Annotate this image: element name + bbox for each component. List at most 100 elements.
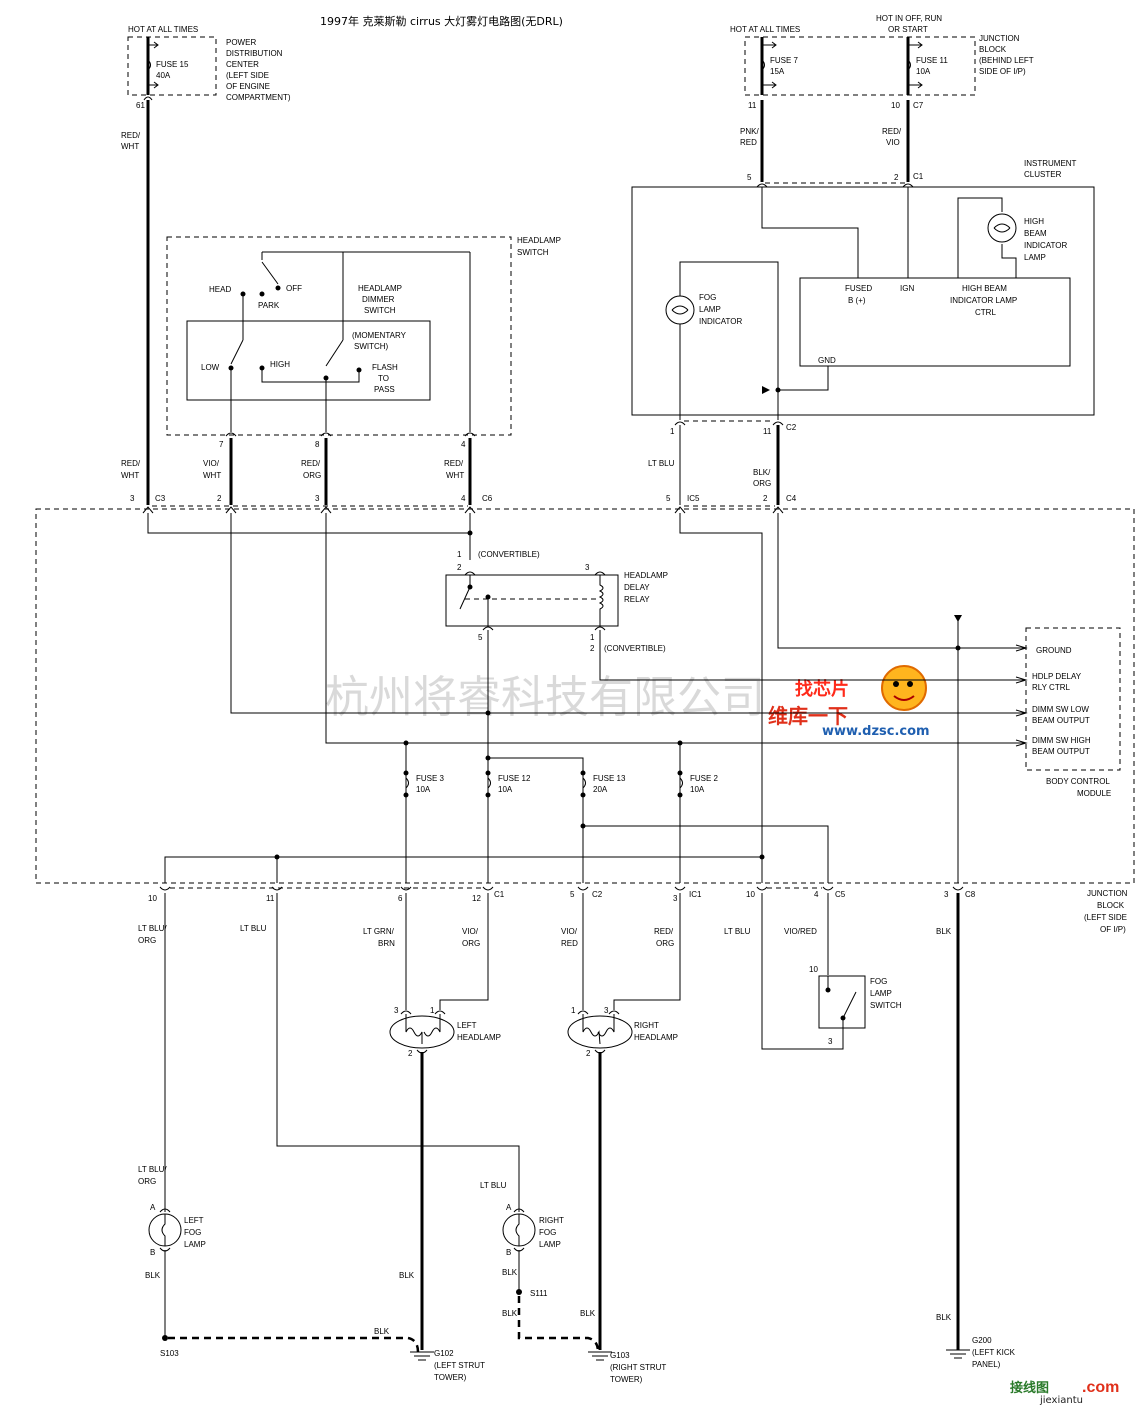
wire-color: WHT xyxy=(446,471,464,480)
pin-label: 6 xyxy=(398,894,403,903)
jb-bottom-label: BLOCK xyxy=(1097,901,1125,910)
watermark-site-url: www.dzsc.com xyxy=(822,724,930,739)
fused-b-wire xyxy=(761,187,859,278)
wire-color: RED xyxy=(561,939,578,948)
watermark-logo-text: 找芯片 xyxy=(795,678,849,700)
connector-label: C2 xyxy=(786,423,797,432)
pin-label: 4 xyxy=(461,494,466,503)
fog-switch-label: SWITCH xyxy=(870,1001,902,1010)
fog-ind-label: LAMP xyxy=(699,305,721,314)
wire-color: ORG xyxy=(303,471,321,480)
pin-label: 3 xyxy=(130,494,135,503)
fuse-dot xyxy=(580,770,586,776)
pin-label: 3 xyxy=(604,1006,609,1015)
jb-top-label: JUNCTION xyxy=(979,34,1020,43)
high-label: HIGH xyxy=(270,360,290,369)
wire-color: LT BLU xyxy=(480,1181,507,1190)
filament-icon xyxy=(405,1014,423,1044)
hot-label: HOT IN OFF, RUN xyxy=(876,14,942,23)
flash-label: FLASH xyxy=(372,363,398,372)
jb-bottom-label: OF I/P) xyxy=(1100,925,1126,934)
relay-label: RELAY xyxy=(624,595,650,604)
flash-blade-icon xyxy=(325,339,344,367)
wire-color: RED/ xyxy=(121,131,141,140)
fuse15-rating: 40A xyxy=(156,71,171,80)
bcm-pin-arrow-icon xyxy=(1015,644,1028,652)
fog-ind-label: INDICATOR xyxy=(699,317,742,326)
hb-ctrl-wire xyxy=(957,197,1003,278)
cluster-label: INSTRUMENT xyxy=(1024,159,1077,168)
fuse2-icon xyxy=(679,777,683,789)
s111-label: S111 xyxy=(530,1289,548,1298)
wire-lt-blu xyxy=(276,893,520,1212)
hb-lamp-label: BEAM xyxy=(1024,229,1047,238)
connector-icon xyxy=(902,183,914,188)
fog-switch-box xyxy=(818,975,866,1029)
connector-icon xyxy=(159,886,171,891)
splice-dot xyxy=(485,710,491,716)
pin-label: 2 xyxy=(894,173,899,182)
wire-color: BLK xyxy=(374,1327,390,1336)
fuse-dot xyxy=(485,792,491,798)
fuse12-label: FUSE 12 xyxy=(498,774,531,783)
right-fog-label: RIGHT xyxy=(539,1216,564,1225)
momentary-label: (MOMENTARY xyxy=(352,331,407,340)
hdlp-delay-ctrl-wire xyxy=(599,630,1026,681)
left-fog-label: LEFT xyxy=(184,1216,204,1225)
arrow-icon xyxy=(908,81,923,89)
wire-color: LT BLU/ xyxy=(138,1165,167,1174)
wire-color: RED/ xyxy=(301,459,321,468)
connector-icon xyxy=(464,571,476,576)
connector-icon xyxy=(594,626,606,631)
wire-color: BLK xyxy=(502,1309,518,1318)
splice-dot xyxy=(955,645,961,651)
connector-label: C6 xyxy=(482,494,493,503)
convertible-label: (CONVERTIBLE) xyxy=(478,550,540,559)
hs-blade-icon xyxy=(261,261,279,285)
pin-label: A xyxy=(506,1203,512,1212)
fog-feed-wire xyxy=(583,825,829,883)
contact-dot xyxy=(485,594,491,600)
fog-lamp-indicator-icon xyxy=(665,295,695,325)
right-headlamp-icon xyxy=(567,1015,633,1049)
pin-label: 2 xyxy=(408,1049,413,1058)
jb-top-box xyxy=(744,36,976,96)
wire-color: BLK xyxy=(399,1271,415,1280)
bcm-label: DIMM SW HIGH xyxy=(1032,736,1091,745)
wire-color: ORG xyxy=(462,939,480,948)
connector-chevron-icon xyxy=(142,506,154,514)
fuse7-icon xyxy=(761,59,765,71)
bcm-name: MODULE xyxy=(1077,789,1111,798)
right-headlamp-label: RIGHT xyxy=(634,1021,659,1030)
connector-icon xyxy=(577,886,589,891)
jb-top-connectors: 3 C3 2 3 4 C6 5 IC5 2 C4 xyxy=(130,494,797,514)
left-headlamp-label: HEADLAMP xyxy=(457,1033,501,1042)
connector-icon xyxy=(482,886,494,891)
wire-color: RED/ xyxy=(121,459,141,468)
right-headlamp-label: HEADLAMP xyxy=(634,1033,678,1042)
connector-icon xyxy=(674,421,686,426)
headlamp-switch-box xyxy=(166,236,512,436)
connector-label: C1 xyxy=(913,172,924,181)
connector-label: C8 xyxy=(965,890,976,899)
fog-switch-label: LAMP xyxy=(870,989,892,998)
splice-dot xyxy=(467,530,473,536)
fuse2-rating: 10A xyxy=(690,785,705,794)
ground-g103: G103 (RIGHT STRUT TOWER) xyxy=(588,1351,666,1384)
pdc-label: POWER xyxy=(226,38,256,47)
wire-color: RED/ xyxy=(882,127,902,136)
left-fog-label: FOG xyxy=(184,1228,201,1237)
connector-icon xyxy=(225,432,237,437)
connector-icon xyxy=(822,886,834,891)
connector-icon xyxy=(464,432,476,437)
pin-label: 3 xyxy=(944,890,949,899)
ground-g102: G102 (LEFT STRUT TOWER) xyxy=(410,1349,485,1382)
hb-lamp-wire xyxy=(1001,244,1017,278)
connector-label: C3 xyxy=(155,494,166,503)
g200-label: (LEFT KICK xyxy=(972,1348,1016,1357)
g103-label: (RIGHT STRUT xyxy=(610,1363,666,1372)
headlamp-switch: HEADLAMP SWITCH OFF PARK HEAD HEADLAMP D… xyxy=(166,236,561,449)
wire-color: VIO/ xyxy=(203,459,220,468)
ground-icon xyxy=(410,1351,434,1361)
